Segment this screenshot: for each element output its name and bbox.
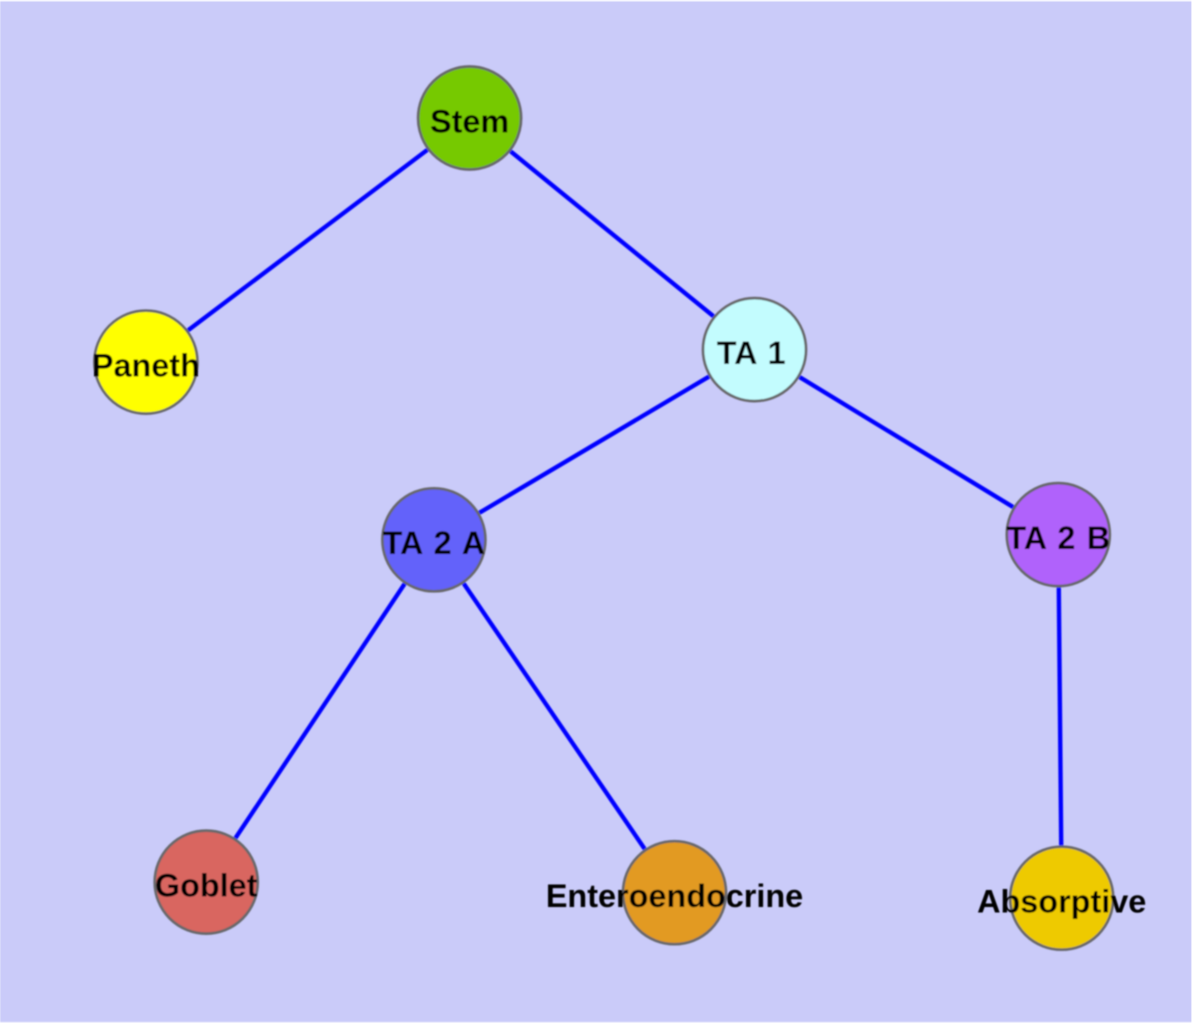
- svg-text:Absorptive: Absorptive: [977, 884, 1146, 920]
- svg-text:Enteroendocrine: Enteroendocrine: [546, 878, 803, 914]
- svg-text:Goblet: Goblet: [155, 867, 258, 903]
- svg-text:TA 2 B: TA 2 B: [1006, 520, 1110, 556]
- svg-text:Paneth: Paneth: [92, 347, 200, 383]
- svg-text:Stem: Stem: [430, 103, 509, 139]
- svg-text:TA 1: TA 1: [717, 335, 786, 371]
- svg-text:TA 2 A: TA 2 A: [383, 525, 486, 561]
